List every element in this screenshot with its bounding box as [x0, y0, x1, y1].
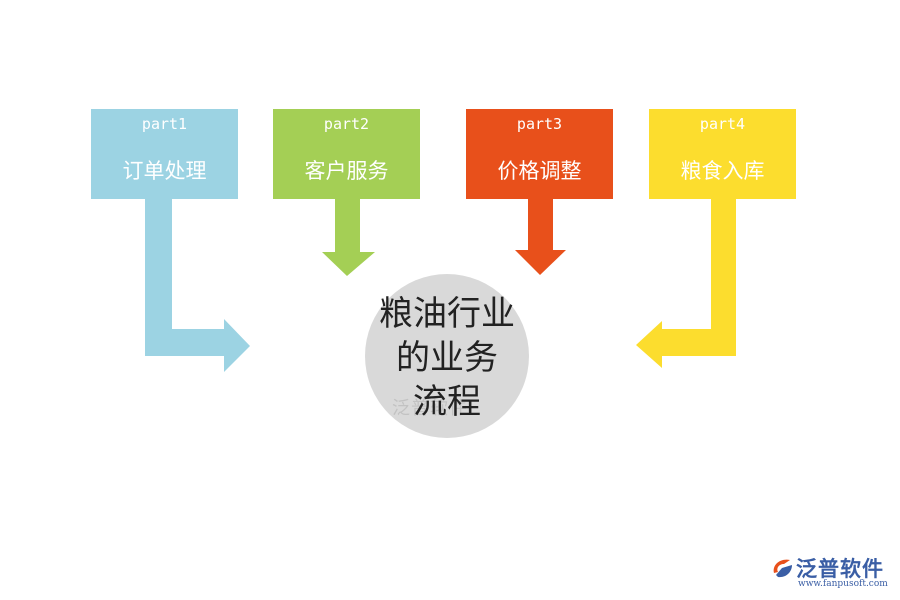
part2-number: part2 [323, 115, 370, 133]
center-title-line-1: 粮油行业 [379, 294, 515, 334]
center-title-line-3: 流程 [413, 382, 481, 422]
part2-box: part2 客户服务 [273, 109, 420, 199]
arrow-part1 [145, 199, 250, 372]
part2-label: 客户服务 [304, 159, 389, 183]
arrow-part3 [515, 199, 566, 275]
part4-number: part4 [699, 115, 746, 133]
brand-logo: 泛普软件 www.fanpusoft.com [768, 551, 893, 591]
logo-name: 泛普软件 [796, 557, 884, 581]
center-watermark: 泛普软件 [392, 398, 468, 419]
logo-url: www.fanpusoft.com [798, 579, 888, 589]
arrow-part4 [636, 199, 736, 368]
center-circle [365, 274, 529, 438]
logo-mark-icon [773, 559, 792, 578]
part4-box: part4 粮食入库 [649, 109, 796, 199]
part3-number: part3 [516, 115, 563, 133]
center-title: 粮油行业 的业务 流程 [365, 292, 529, 424]
center-title-line-2: 的业务 [396, 338, 498, 378]
part1-box: part1 订单处理 [91, 109, 238, 199]
part1-label: 订单处理 [122, 159, 207, 183]
part1-number: part1 [141, 115, 188, 133]
part4-label: 粮食入库 [680, 159, 765, 183]
part3-box: part3 价格调整 [466, 109, 613, 199]
part3-label: 价格调整 [497, 159, 582, 183]
arrow-part2 [322, 199, 375, 276]
